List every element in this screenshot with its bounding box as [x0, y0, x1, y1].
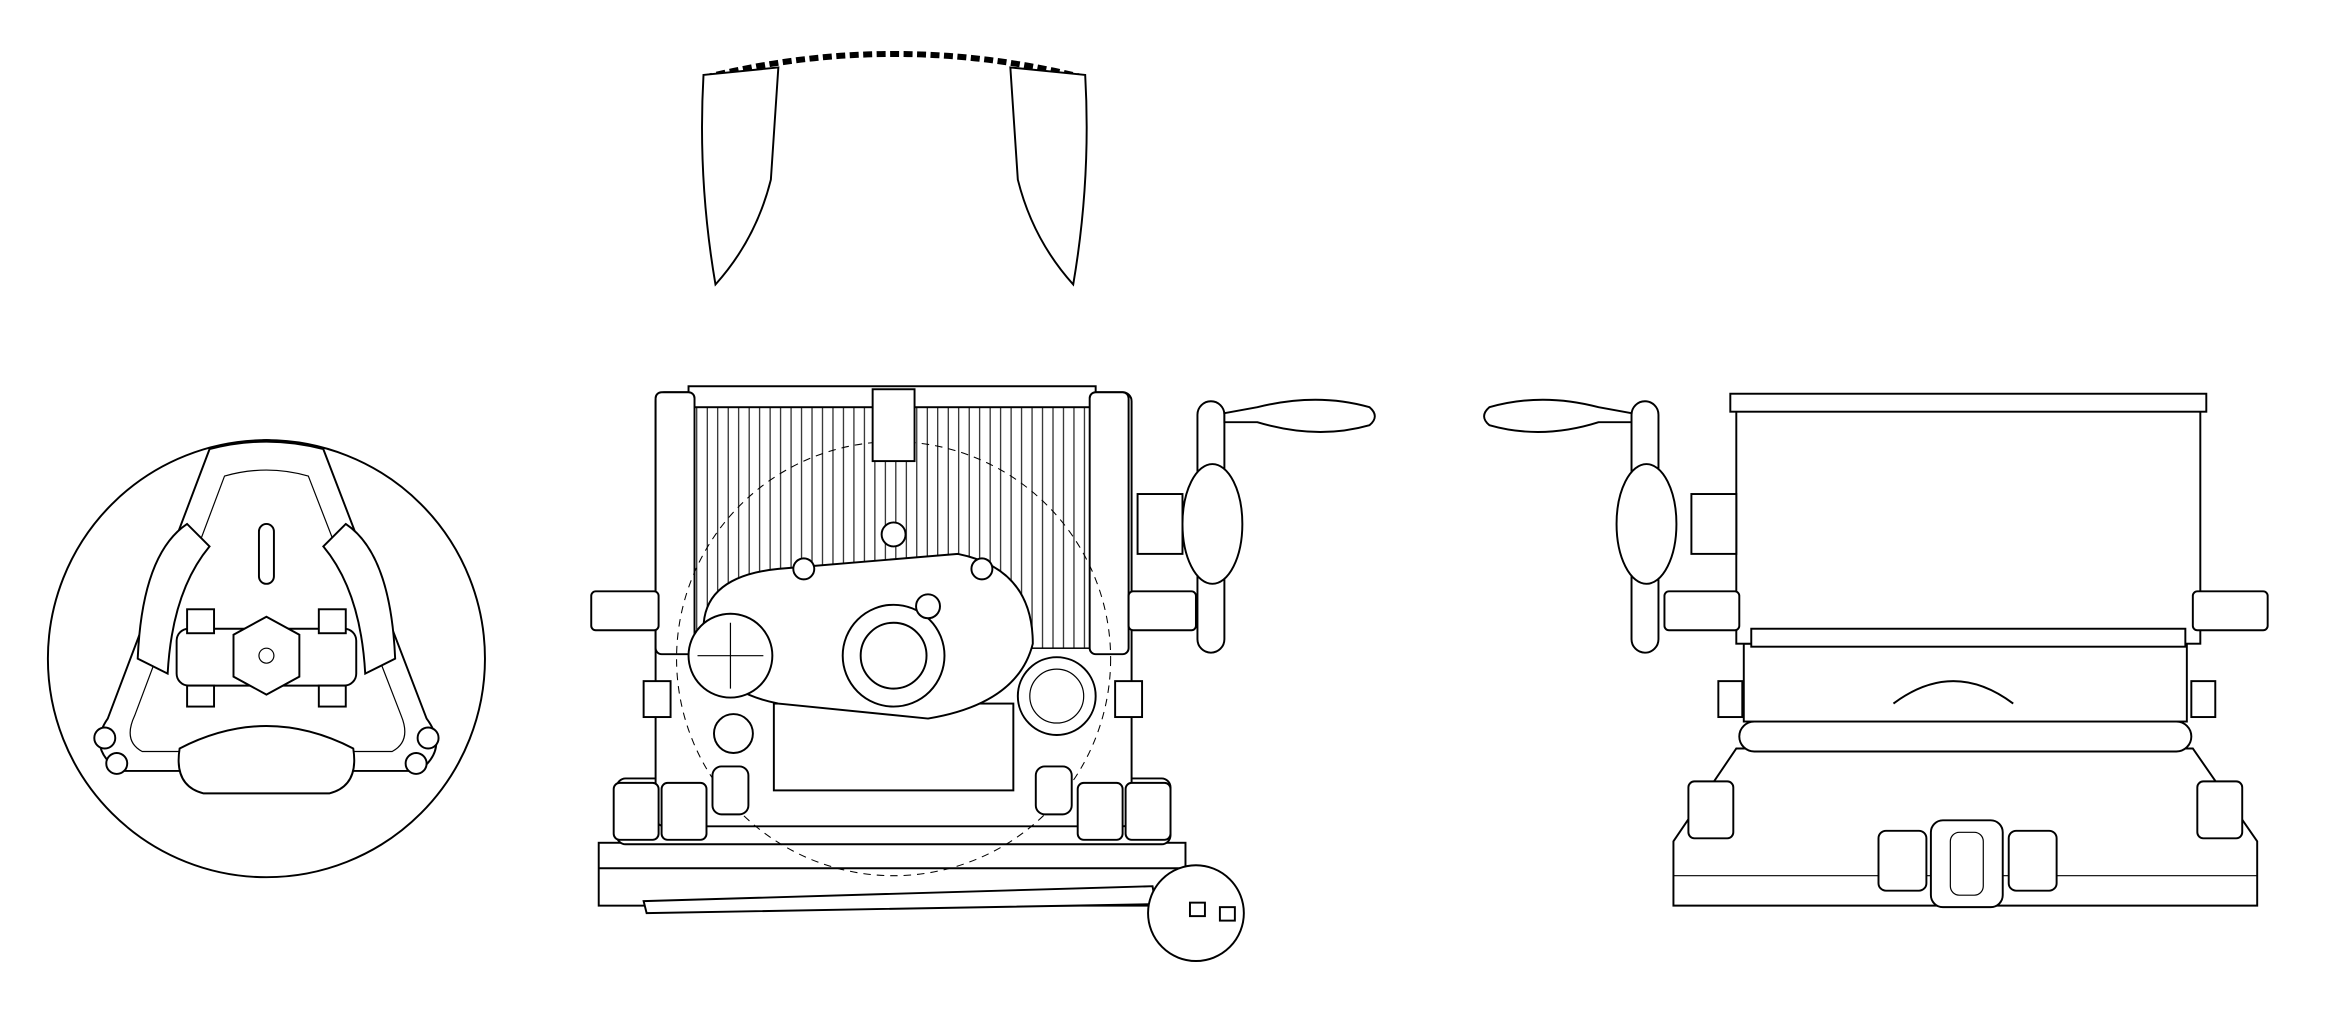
- handwheel-front-view: [46, 439, 486, 879]
- machine-side-view: [1483, 392, 2269, 909]
- machine-front-view: [590, 385, 1376, 963]
- hex-nuts-base: [612, 781, 1172, 841]
- mesh-net-assembly: [701, 50, 1088, 287]
